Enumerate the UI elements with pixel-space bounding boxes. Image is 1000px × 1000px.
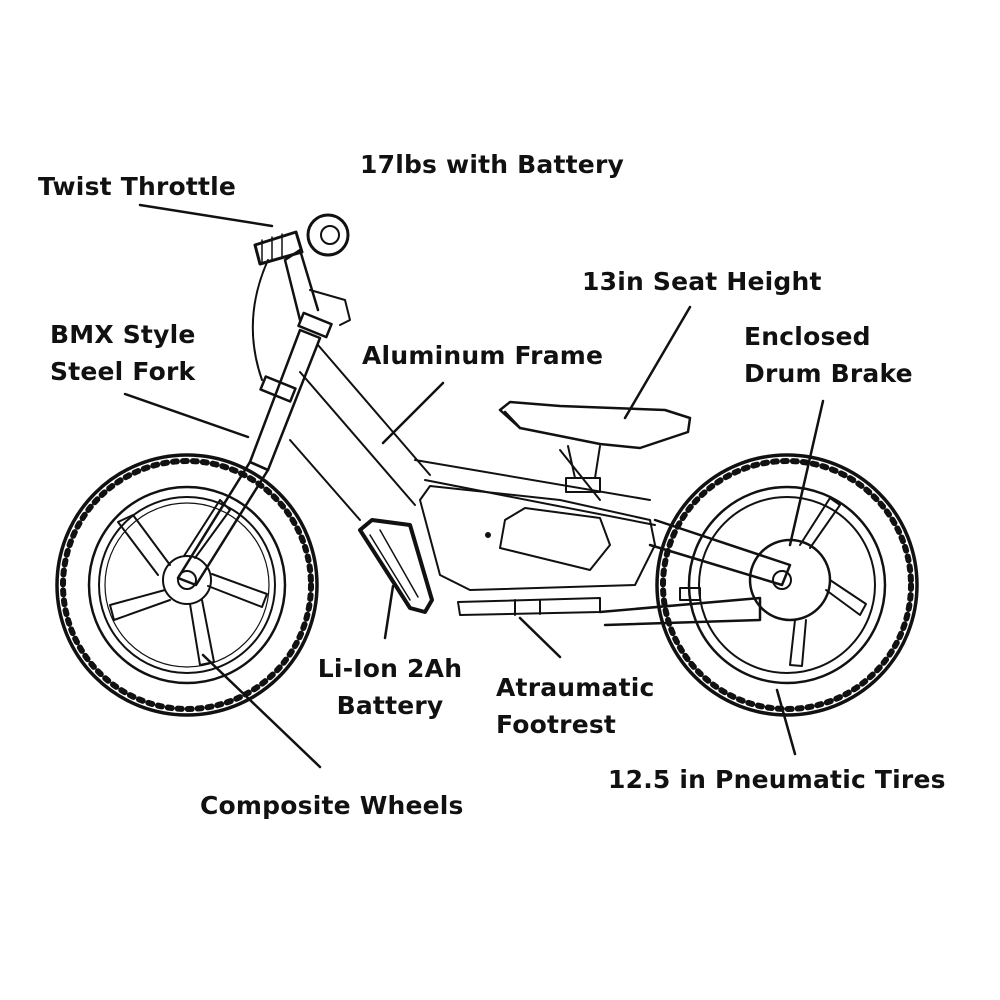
leader-wheels: [201, 653, 322, 769]
label-footrest-line2: Footrest: [496, 710, 617, 739]
leader-fork: [123, 392, 250, 439]
throttle-grip: [306, 213, 350, 257]
label-battery-line2: Battery: [336, 691, 444, 720]
rear-tire: [655, 453, 919, 717]
frame: [289, 344, 656, 526]
label-pneumatic-tires: 12.5 in Pneumatic Tires: [608, 761, 946, 798]
label-aluminum-frame-text: Aluminum Frame: [362, 341, 604, 370]
label-composite-wheels-text: Composite Wheels: [200, 791, 464, 820]
front-tire: [55, 453, 319, 717]
rear-rim-outer: [687, 485, 887, 685]
label-weight: 17lbs with Battery: [360, 146, 624, 183]
front-spokes: [109, 499, 268, 666]
label-footrest: Atraumatic Footrest: [496, 669, 655, 743]
leader-frame: [381, 381, 445, 445]
leader-seat: [623, 305, 692, 420]
label-drum-brake-line1: Enclosed: [744, 322, 871, 351]
leader-battery: [383, 584, 395, 640]
label-seat-height-text: 13in Seat Height: [582, 267, 822, 296]
label-footrest-line1: Atraumatic: [496, 673, 655, 702]
front-wheel: [55, 453, 319, 717]
battery-box: [419, 485, 656, 591]
leader-brake: [788, 399, 825, 547]
front-hub: [162, 555, 212, 605]
rear-rim-inner: [698, 496, 876, 674]
front-axle: [177, 570, 197, 590]
label-seat-height: 13in Seat Height: [582, 263, 822, 300]
leader-footrest: [518, 616, 562, 659]
label-drum-brake-line2: Drum Brake: [744, 359, 913, 388]
label-pneumatic-tires-text: 12.5 in Pneumatic Tires: [608, 765, 946, 794]
rear-tire-tread: [660, 458, 914, 712]
rear-axle: [772, 570, 792, 590]
label-drum-brake: Enclosed Drum Brake: [744, 318, 913, 392]
leader-lines: [123, 203, 825, 769]
battery-pack: [358, 518, 434, 614]
rear-spokes: [789, 497, 867, 667]
handlebar: [251, 213, 351, 381]
front-rim-outer: [87, 485, 287, 685]
front-rim-inner: [98, 496, 276, 674]
label-twist-throttle: Twist Throttle: [38, 168, 236, 205]
label-aluminum-frame: Aluminum Frame: [362, 337, 603, 374]
front-tire-tread: [60, 458, 314, 712]
label-steel-fork: BMX Style Steel Fork: [50, 316, 196, 390]
label-battery: Li-Ion 2Ah Battery: [310, 650, 470, 724]
rear-wheel: [655, 453, 919, 717]
footrest: [457, 597, 601, 616]
leader-throttle: [138, 203, 274, 228]
swing-arm: [598, 518, 792, 627]
label-weight-text: 17lbs with Battery: [360, 150, 624, 179]
seat: [498, 400, 692, 493]
front-rim-inner2: [104, 502, 270, 668]
label-steel-fork-line2: Steel Fork: [50, 357, 196, 386]
label-battery-line1: Li-Ion 2Ah: [317, 654, 463, 683]
label-steel-fork-line1: BMX Style: [50, 320, 196, 349]
leader-tires: [775, 688, 797, 756]
label-twist-throttle-text: Twist Throttle: [38, 172, 237, 201]
label-composite-wheels: Composite Wheels: [200, 787, 464, 824]
